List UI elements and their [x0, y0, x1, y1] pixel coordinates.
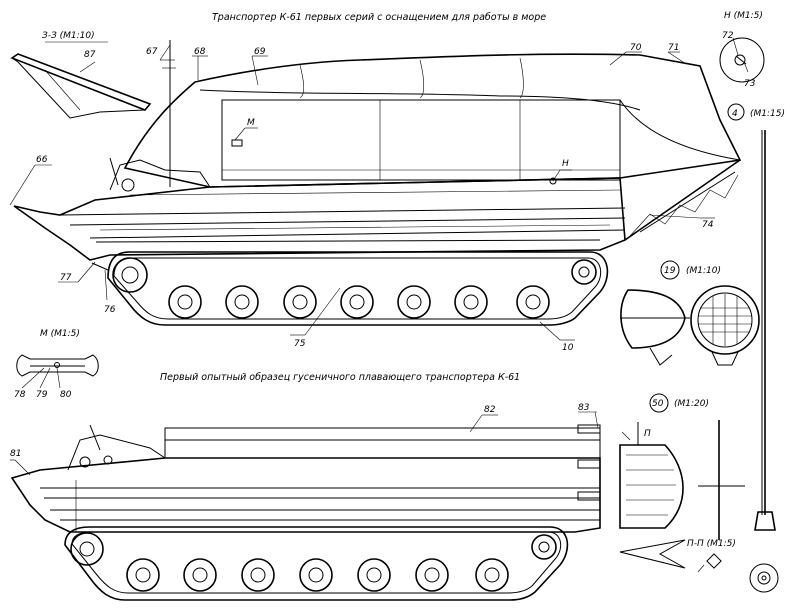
callout-67: 67 [146, 47, 158, 57]
label-n: Н (М1:5) [724, 11, 763, 21]
bottom-road-wheels [70, 532, 557, 592]
antenna-detail [727, 103, 779, 593]
callout-numbers: 87 67 68 69 70 71 72 73 66 74 77 76 75 1… [10, 31, 756, 459]
callout-78: 78 [14, 390, 26, 400]
marker-50: 50 [652, 399, 664, 409]
callout-72: 72 [722, 31, 734, 41]
top-road-wheels [112, 257, 597, 319]
callout-10: 10 [562, 343, 574, 353]
bottom-vehicle [10, 424, 601, 601]
callout-83: 83 [578, 403, 590, 413]
marker-4: 4 [732, 109, 738, 119]
detail-zz [10, 41, 152, 119]
callout-77: 77 [60, 273, 72, 283]
callout-75: 75 [294, 339, 306, 349]
view-labels: З-З (М1:10) Н (М1:5) 4 (М1:15) 19 (М1:10… [40, 11, 785, 549]
callout-79: 79 [36, 390, 48, 400]
top-vehicle [13, 40, 742, 326]
marker-n: Н [562, 159, 569, 169]
callout-68: 68 [194, 47, 206, 57]
label-v19: (М1:10) [686, 266, 721, 276]
callout-70: 70 [630, 43, 642, 53]
callout-74: 74 [702, 220, 714, 230]
label-m: М (М1:5) [40, 329, 80, 339]
detail-50 [619, 393, 745, 569]
detail-m [16, 354, 99, 377]
callout-76: 76 [104, 305, 116, 315]
callout-71: 71 [668, 43, 679, 53]
title-bottom: Первый опытный образец гусеничного плава… [160, 372, 520, 383]
marker-m: М [247, 118, 255, 128]
callout-69: 69 [254, 47, 266, 57]
callout-80: 80 [60, 390, 72, 400]
leader-lines [9, 37, 749, 573]
callout-81: 81 [10, 449, 21, 459]
label-pp: П-П (М1:5) [687, 539, 736, 549]
callout-82: 82 [484, 405, 496, 415]
lamp-detail [620, 260, 760, 366]
callout-87: 87 [84, 50, 96, 60]
marker-p: П [644, 429, 651, 439]
marker-19: 19 [664, 266, 676, 276]
label-zz: З-З (М1:10) [42, 31, 95, 41]
callout-66: 66 [36, 155, 48, 165]
label-v50: (М1:20) [674, 399, 709, 409]
label-v4: (М1:15) [750, 109, 785, 119]
title-top: Транспортер К-61 первых серий с оснащени… [212, 12, 546, 23]
detail-n [719, 37, 765, 83]
callout-73: 73 [744, 79, 756, 89]
